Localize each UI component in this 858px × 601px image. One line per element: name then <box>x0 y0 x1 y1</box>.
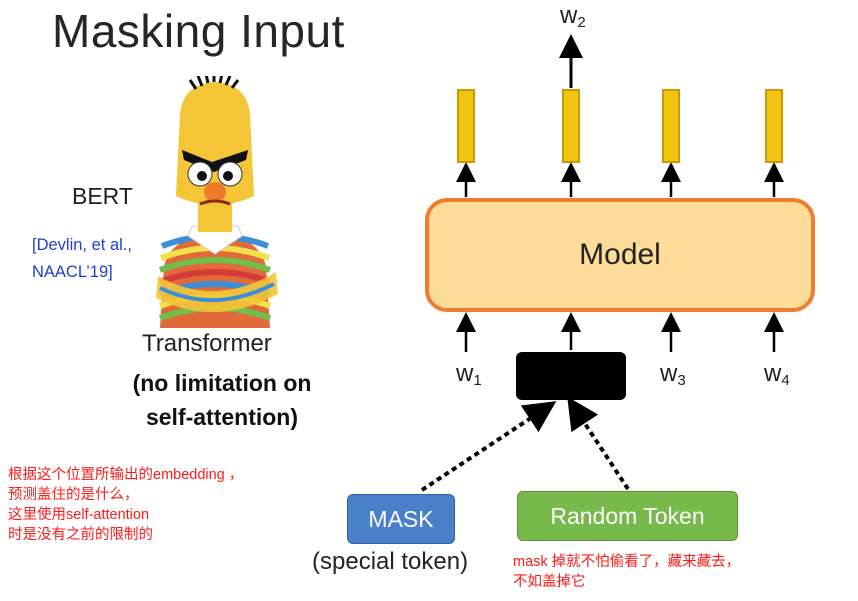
mask-token-box: MASK <box>347 494 455 544</box>
output-letter: w <box>560 2 578 29</box>
mask-token-caption: (special token) <box>312 548 469 575</box>
bert-label: BERT <box>72 183 133 209</box>
bert-character-image <box>156 76 278 328</box>
slide-title: Masking Input <box>52 5 345 57</box>
input-sub-3: 3 <box>677 372 686 389</box>
annotation-line2: 预测盖住的是什么， <box>8 487 139 503</box>
input-label-w3: w3 <box>660 360 686 389</box>
annotation-line4: 时是没有之前的限制的 <box>8 527 153 543</box>
output-sub: 2 <box>577 14 586 31</box>
random-token-label: Random Token <box>550 502 705 529</box>
model-label: Model <box>579 238 661 271</box>
citation-line1: [Devlin, et al., <box>32 236 132 254</box>
transformer-note-line1: (no limitation on <box>132 370 312 396</box>
random-dashed-arrow <box>567 396 630 491</box>
transformer-note-line2: self-attention) <box>145 404 299 430</box>
annotation-line1: 根据这个位置所输出的embedding ， <box>8 467 244 483</box>
input-letter-4: w <box>764 360 782 387</box>
model-box: Model <box>425 198 815 312</box>
output-vector-3 <box>662 89 680 163</box>
output-vector-1 <box>457 89 475 163</box>
input-label-w4: w4 <box>764 360 790 389</box>
random-token-box: Random Token <box>517 491 738 541</box>
input-sub-4: 4 <box>781 372 790 389</box>
transformer-label: Transformer <box>142 330 272 357</box>
random-token-note-line2: 不如盖掉它 <box>513 574 586 590</box>
transformer-note: (no limitation on self-attention) <box>108 366 336 434</box>
output-vector-2 <box>562 89 580 163</box>
input-letter-3: w <box>660 360 678 387</box>
input-sub-1: 1 <box>473 372 482 389</box>
annotation-chinese: 根据这个位置所输出的embedding ， 预测盖住的是什么， 这里使用self… <box>8 465 243 545</box>
annotation-line3: 这里使用self-attention <box>8 507 150 523</box>
mask-token-label: MASK <box>368 505 434 532</box>
input-letter-1: w <box>456 360 474 387</box>
output-label-w2: w2 <box>560 2 586 31</box>
citation-line2: NAACL’19] <box>32 263 113 281</box>
input-label-w1: w1 <box>456 360 482 389</box>
output-vector-4 <box>765 89 783 163</box>
masked-position-box <box>516 352 626 400</box>
random-token-note: mask 掉就不怕偷看了，藏来藏去， 不如盖掉它 <box>513 552 740 592</box>
random-token-note-line1: mask 掉就不怕偷看了，藏来藏去， <box>513 554 741 570</box>
mask-dashed-arrow <box>420 401 557 492</box>
citation: [Devlin, et al., NAACL’19] <box>32 232 132 286</box>
